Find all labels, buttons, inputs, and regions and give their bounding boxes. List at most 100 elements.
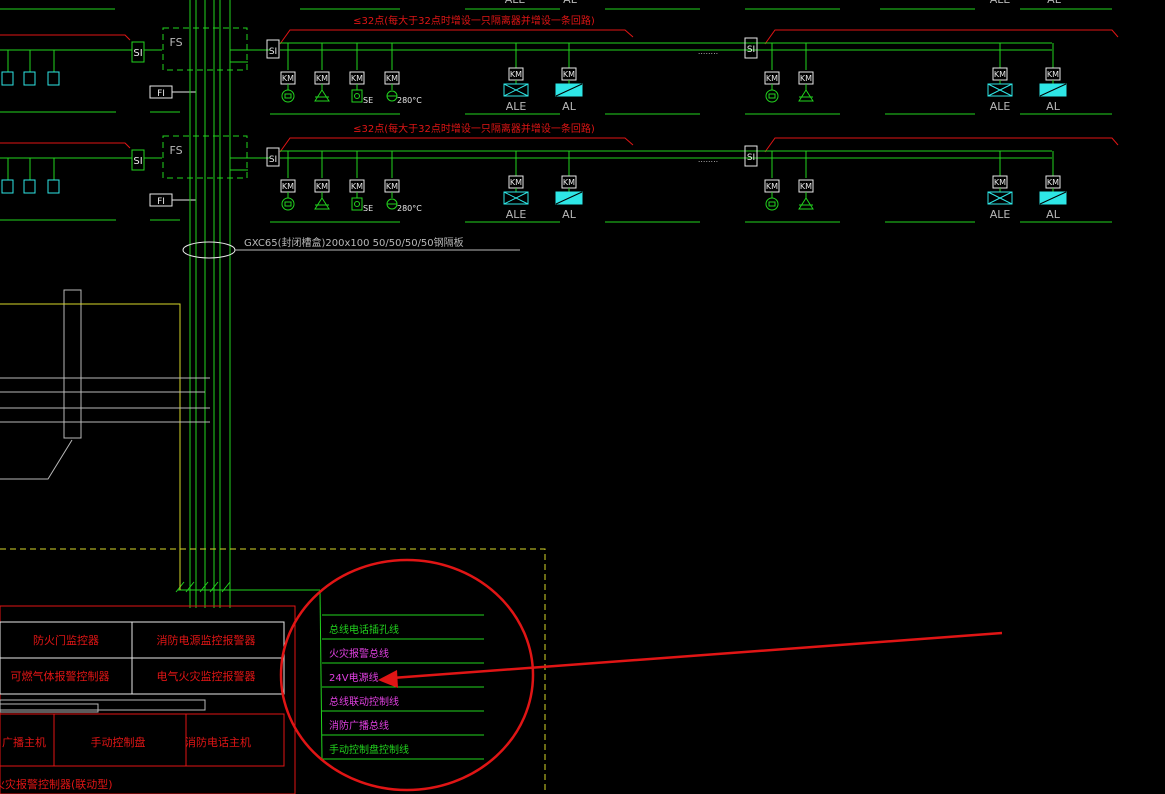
si-left-box [131,149,145,171]
temp-label: 280°C [397,204,422,213]
left-device-2 [47,179,60,194]
highlight-arrow-shaft [391,631,1003,680]
legend-entry-3: 总线联动控制线 [329,695,399,708]
right-ale-label-0: ALE [990,208,1011,221]
si-right-label: SI [747,153,755,163]
right-al-slash-1 [1039,83,1067,97]
left-al-label-1: AL [562,100,577,113]
legend-entry-2: 24V电源线 [329,671,379,684]
left-device-1 [23,179,36,194]
left-device-0 [1,179,14,194]
equipment-room-boundary [0,548,546,794]
riser-row-2: ≤32点(每大于32点时增设一只隔离器并增设一条回路) SI FS FI SI SI...… [0,122,1119,223]
si-module-box [266,39,280,59]
left-km-label-0: KM [282,74,294,83]
equipment-gas-alarm-controller: 可燃气体报警控制器 [11,669,110,683]
feeder-bracket [279,137,634,153]
right-valve-icon-0 [765,197,779,211]
left-damper-icon-2 [351,89,363,103]
feeder-note: ≤32点(每大于32点时增设一只隔离器并增设一条回路) [353,122,595,135]
right-al-km-label-1: KM [1047,70,1059,79]
right-valve-core-0 [768,93,776,99]
left-device-0 [1,71,14,86]
legend-entry-0: 总线电话插孔线 [329,623,399,636]
right-km-label-0: KM [766,182,778,191]
top-label-0: ALE [505,0,526,6]
si-right-box [744,145,758,167]
equipment-fire-phone-host: 消防电话主机 [185,735,251,749]
fs-label: FS [169,36,182,49]
legend-entry-4: 消防广播总线 [329,719,389,732]
fs-label: FS [169,144,182,157]
highlight-arrow-head [378,670,398,688]
right-ale-icon-0 [987,191,1013,205]
feeder-note: ≤32点(每大于32点时增设一只隔离器并增设一条回路) [353,14,595,27]
left-ale-icon-0 [503,83,529,97]
left-al-label-1: AL [562,208,577,221]
right-ale-label-0: ALE [990,100,1011,113]
right-valve-core-0 [768,201,776,207]
legend-entry-1: 火灾报警总线 [329,647,389,660]
left-device-1 [23,71,36,86]
top-label-3: AL [1047,0,1062,6]
top-label-1: AL [563,0,578,6]
trunking-ellipse [182,241,236,259]
feeder-bracket [279,29,634,45]
left-damper-dot-2 [354,201,360,207]
equipment-fire-alarm-controller: 火灾报警控制器(联动型) [0,777,113,791]
right-km-label-0: KM [766,74,778,83]
left-km-label-1: KM [316,182,328,191]
left-feeder-red [0,142,131,149]
legend-entry-5: 手动控制盘控制线 [329,743,409,756]
equipment-fire-door-monitor: 防火门监控器 [33,633,99,647]
fire-alarm-riser-rows: ALE AL ALE AL ≤32点(每大于32点时增设一只隔离器并增设一条回路) SI F… [0,0,1119,223]
left-ale-x2-0 [503,191,529,205]
feeder-bracket-right [764,137,1119,153]
si-right-label: SI [747,45,755,55]
left-km-label-2: KM [351,182,363,191]
right-ale-km-label-0: KM [994,178,1006,187]
right-fan-icon-1 [798,89,814,102]
left-damper-dot-2 [354,93,360,99]
left-damper-icon-2 [351,197,363,211]
building-outline [0,289,210,590]
right-ale-icon-0 [987,83,1013,97]
left-km-label-2: KM [351,74,363,83]
left-valve-core-0 [284,201,292,207]
bus-continuation-dots: ........ [698,47,718,56]
left-km-label-3: KM [386,74,398,83]
si-left-label: SI [133,48,142,59]
fi-label: FI [157,89,165,99]
left-ale-km-label-0: KM [510,70,522,79]
feeder-bracket-right [764,29,1119,45]
left-al-km-label-1: KM [563,178,575,187]
equipment-electrical-fire-monitor: 电气火灾监控报警器 [157,669,256,683]
left-ale-label-0: ALE [506,208,527,221]
left-valve-core-0 [284,93,292,99]
equipment-manual-panel: 手动控制盘 [91,735,146,749]
si-module-box [266,147,280,167]
highlight-circle [279,558,535,792]
left-feeder-red [0,34,131,41]
si-module-label: SI [269,155,277,165]
right-al-km-label-1: KM [1047,178,1059,187]
trunk-bundle [178,0,323,761]
si-right-box [744,37,758,59]
right-fan-icon-1 [798,197,814,210]
equipment-power-monitor: 消防电源监控报警器 [157,633,256,647]
left-valve-icon-0 [281,89,295,103]
equipment-cabinet [0,605,296,794]
right-valve-icon-0 [765,89,779,103]
right-al-label-1: AL [1046,208,1061,221]
right-km-label-1: KM [800,182,812,191]
se-label: SE [363,204,373,213]
right-al-label-1: AL [1046,100,1061,113]
bus-continuation-dots: ........ [698,155,718,164]
se-label: SE [363,96,373,105]
right-ale-x2-0 [987,191,1013,205]
fi-label: FI [157,197,165,207]
si-left-label: SI [133,156,142,167]
si-module-label: SI [269,47,277,57]
si-left-box [131,41,145,63]
